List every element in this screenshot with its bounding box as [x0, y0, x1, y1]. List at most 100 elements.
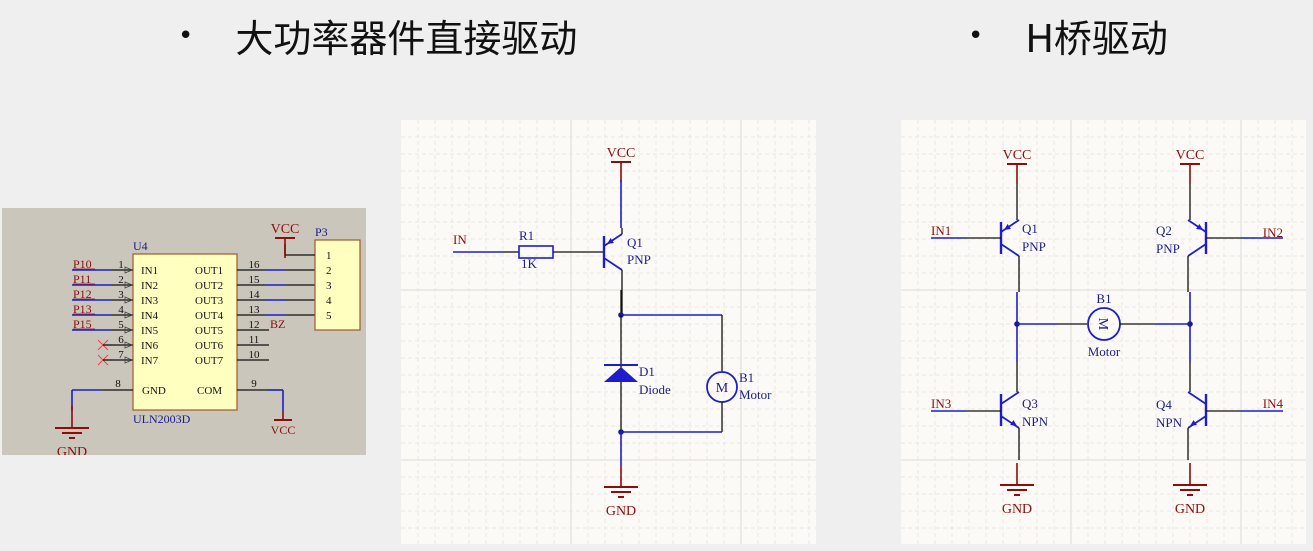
ground-symbol: GND — [604, 465, 638, 519]
ground-label: GND — [606, 504, 636, 519]
pin-arrow — [124, 296, 134, 304]
chip-ref-label: U4 — [133, 239, 148, 253]
pin-number: 8 — [115, 378, 121, 390]
motor-ref: B1 — [739, 370, 754, 385]
transistor-type: PNP — [627, 252, 651, 267]
panel-background — [901, 120, 1306, 544]
vcc-label: VCC — [271, 222, 300, 237]
input-label: IN2 — [1263, 225, 1283, 240]
ground-label: GND — [57, 445, 87, 455]
ground-symbol: GND — [1000, 463, 1034, 517]
transistor-type: PNP — [1156, 241, 1180, 256]
pin-name: IN5 — [141, 325, 159, 337]
pin-number: 14 — [249, 289, 261, 301]
pin-name: IN6 — [141, 340, 159, 352]
chip-part-label: ULN2003D — [133, 412, 191, 426]
pin-name: IN7 — [141, 355, 159, 367]
pin-name: OUT2 — [195, 280, 223, 292]
net-label: BZ — [270, 317, 285, 331]
heading-direct-drive: • 大功率器件直接驱动 — [178, 8, 577, 63]
pin-name: OUT4 — [195, 310, 224, 322]
motor-symbol: M — [1095, 318, 1110, 331]
connector-pin-number: 2 — [326, 265, 332, 277]
ground-label: GND — [1175, 502, 1205, 517]
pin-number: 16 — [249, 259, 261, 271]
transistor-arrow — [607, 237, 614, 244]
diode-value: Diode — [639, 382, 671, 397]
pin-arrow — [124, 311, 134, 319]
diode-ref: D1 — [639, 364, 655, 379]
pin-name: IN2 — [141, 280, 158, 292]
bullet: • — [178, 20, 194, 51]
transistor-arrow — [1190, 419, 1197, 426]
connector-ref-label: P3 — [315, 225, 328, 239]
motor-ref: B1 — [1096, 291, 1111, 306]
transistor-type: NPN — [1022, 414, 1049, 429]
pin-name: COM — [197, 385, 222, 397]
transistor-pnp — [602, 228, 623, 315]
panel-background — [401, 120, 816, 544]
transistor-arrow — [1196, 223, 1203, 230]
transistor-arrow — [1004, 223, 1011, 230]
pin-name: GND — [142, 385, 166, 397]
resistor-ref: R1 — [519, 228, 534, 243]
vcc-label: VCC — [1003, 148, 1032, 163]
net-label: P15 — [73, 317, 92, 331]
input-label: IN — [453, 232, 467, 247]
transistor-ref: Q1 — [627, 235, 643, 250]
transistor-type: NPN — [1156, 415, 1183, 430]
transistor-ref: Q1 — [1022, 221, 1038, 236]
pin-arrow — [124, 326, 134, 334]
vcc-label: VCC — [607, 146, 636, 161]
net-label: P11 — [73, 272, 91, 286]
motor-value: Motor — [739, 387, 772, 402]
pin-name: OUT7 — [195, 355, 224, 367]
connector-pin-number: 1 — [326, 250, 332, 262]
pin-name: OUT3 — [195, 295, 224, 307]
pin-number: 13 — [249, 304, 261, 316]
connector-pin-number: 3 — [326, 280, 332, 292]
vcc-symbol: VCC — [1176, 148, 1205, 184]
net-label: P13 — [73, 302, 92, 316]
ground-label: GND — [1002, 502, 1032, 517]
grid — [401, 120, 816, 544]
pin-name: IN3 — [141, 295, 159, 307]
pin-number: 10 — [249, 349, 261, 361]
pin-number: 5 — [118, 319, 124, 331]
pin-number: 4 — [118, 304, 124, 316]
pin-arrow — [124, 356, 134, 364]
pin-number: 2 — [118, 274, 124, 286]
vcc-label: VCC — [1176, 148, 1205, 163]
connector-pin-number: 4 — [326, 295, 332, 307]
ground-symbol: GND — [55, 406, 89, 455]
net-label: P12 — [73, 287, 92, 301]
pin-number: 3 — [118, 289, 124, 301]
pin-number: 9 — [251, 378, 257, 390]
diode-triangle — [604, 367, 638, 382]
pin-arrow — [124, 266, 134, 274]
bullet: • — [968, 20, 984, 51]
pin-name: IN4 — [141, 310, 159, 322]
transistor-lead — [1000, 243, 1020, 257]
pin-arrow — [124, 281, 134, 289]
resistor-value: 1K — [521, 256, 538, 271]
vcc-symbol: VCC — [607, 146, 636, 182]
input-label: IN1 — [931, 223, 951, 238]
transistor-lead — [1187, 243, 1207, 257]
pin-arrow — [124, 341, 134, 349]
transistor-ref: Q4 — [1156, 397, 1172, 412]
net-label: P10 — [73, 257, 92, 271]
transistor-npn — [999, 391, 1020, 460]
connector-pin-number: 5 — [326, 310, 332, 322]
transistor-npn — [1187, 391, 1208, 460]
transistor-lead — [603, 257, 623, 271]
grid — [901, 120, 1306, 544]
pin-number: 7 — [118, 349, 124, 361]
vcc-label: VCC — [271, 423, 296, 437]
ground-symbol: GND — [1173, 463, 1207, 517]
transistor-arrow — [1010, 419, 1017, 426]
transistor-lead — [1187, 415, 1207, 429]
transistor-pnp — [1187, 219, 1208, 292]
